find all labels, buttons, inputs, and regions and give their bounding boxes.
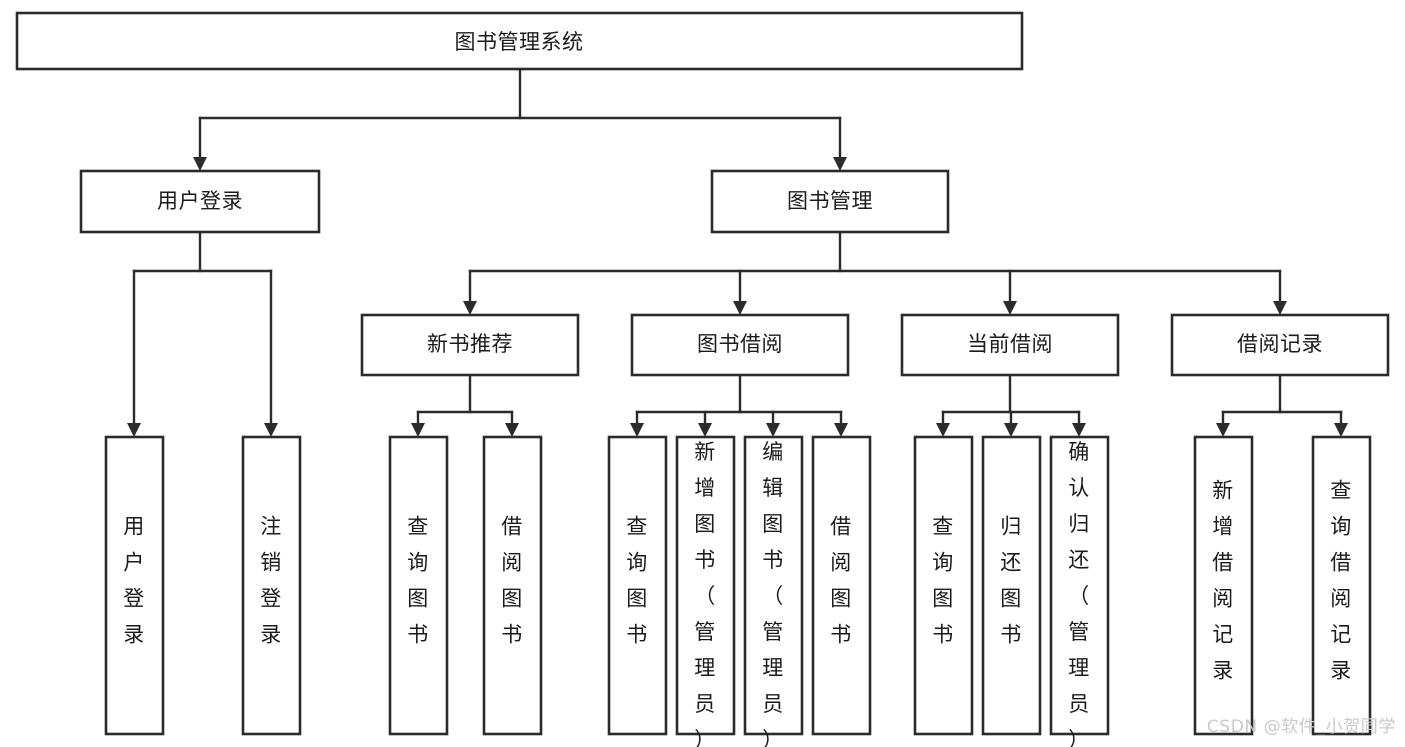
arrow-icon-root-to-book-manage — [833, 157, 847, 171]
edges-current-borrow-to-leaves — [936, 374, 1086, 437]
leaf-user-login-login-box[interactable] — [104, 435, 165, 736]
arrow-icon-to-book-borrow — [733, 301, 747, 315]
node-book-borrow-box[interactable] — [630, 313, 850, 377]
leaf-current-borrow-return-label: 归还图书 — [1000, 515, 1022, 647]
leaf-new-book-query[interactable]: 查询图书 — [388, 435, 449, 736]
node-borrow-record-box[interactable] — [1170, 313, 1390, 377]
arrow-icon-book-borrow-leaf-3 — [766, 423, 780, 437]
leaf-borrow-record-query[interactable]: 查询借阅记录 — [1311, 435, 1372, 736]
arrow-icon-borrow-record-leaf-2 — [1334, 423, 1348, 437]
leaf-user-login-logout-label: 注销登录 — [260, 515, 282, 647]
leaf-borrow-record-query-label: 查询借阅记录 — [1330, 479, 1352, 683]
edges-user-login-to-leaves — [127, 231, 278, 437]
edges-new-book-to-leaves — [411, 374, 519, 437]
leaf-user-login-logout[interactable]: 注销登录 — [241, 435, 302, 736]
arrow-icon-book-borrow-leaf-2 — [698, 423, 712, 437]
csdn-watermark: CSDN @软件_小贺同学 — [1207, 717, 1396, 737]
node-book-borrow[interactable]: 图书借阅 — [630, 313, 850, 377]
leaf-new-book-query-box[interactable] — [388, 435, 449, 736]
leaf-current-borrow-confirm-return[interactable]: 确认归还（管理员） — [1049, 435, 1110, 747]
leaf-current-borrow-return-box[interactable] — [981, 435, 1042, 736]
arrow-icon-to-borrow-record — [1273, 301, 1287, 315]
arrow-icon-book-borrow-leaf-4 — [834, 423, 848, 437]
edges-borrow-record-to-leaves — [1216, 374, 1348, 437]
leaf-book-borrow-add-box[interactable] — [675, 435, 736, 736]
leaf-current-borrow-query-box[interactable] — [913, 435, 974, 736]
leaf-borrow-record-add-box[interactable] — [1193, 435, 1254, 736]
arrow-icon-new-book-leaf-1 — [411, 423, 425, 437]
leaf-book-borrow-query-label: 查询图书 — [626, 515, 648, 647]
node-new-book-recommend[interactable]: 新书推荐 — [360, 313, 580, 377]
arrow-icon-current-borrow-leaf-3 — [1072, 423, 1086, 437]
leaf-user-login-login[interactable]: 用户登录 — [104, 435, 165, 736]
node-book-management[interactable]: 图书管理 — [710, 169, 950, 234]
arrow-icon-to-current-borrow — [1003, 301, 1017, 315]
node-borrow-record[interactable]: 借阅记录 — [1170, 313, 1390, 377]
arrow-icon-to-new-book — [463, 301, 477, 315]
leaf-borrow-record-query-box[interactable] — [1311, 435, 1372, 736]
node-current-borrow-box[interactable] — [900, 313, 1120, 377]
leaf-new-book-borrow[interactable]: 借阅图书 — [482, 435, 543, 736]
leaf-user-login-login-label: 用户登录 — [123, 515, 145, 647]
arrow-icon-borrow-record-leaf-1 — [1216, 423, 1230, 437]
leaf-book-borrow-borrow[interactable]: 借阅图书 — [811, 435, 872, 736]
leaf-book-borrow-query-box[interactable] — [607, 435, 668, 736]
leaf-book-borrow-query[interactable]: 查询图书 — [607, 435, 668, 736]
leaf-book-borrow-edit[interactable]: 编辑图书（管理员） — [743, 435, 804, 747]
node-user-login-box[interactable] — [79, 169, 321, 234]
leaf-current-borrow-query-label: 查询图书 — [932, 515, 954, 647]
node-book-management-box[interactable] — [710, 169, 950, 234]
arrow-icon-current-borrow-leaf-2 — [1004, 423, 1018, 437]
leaf-current-borrow-confirm-return-box[interactable] — [1049, 435, 1110, 736]
node-new-book-recommend-label: 新书推荐 — [427, 332, 513, 356]
leaf-current-borrow-return[interactable]: 归还图书 — [981, 435, 1042, 736]
edges-book-manage-to-level3 — [463, 231, 1287, 315]
node-borrow-record-label: 借阅记录 — [1237, 332, 1323, 356]
leaf-new-book-borrow-label: 借阅图书 — [501, 515, 523, 647]
arrow-icon-user-login-leaf-1 — [127, 423, 141, 437]
leaf-book-borrow-edit-box[interactable] — [743, 435, 804, 736]
node-user-login[interactable]: 用户登录 — [79, 169, 321, 234]
node-user-login-label: 用户登录 — [157, 189, 243, 213]
leaf-book-borrow-add[interactable]: 新增图书（管理员） — [675, 435, 736, 747]
leaf-borrow-record-add[interactable]: 新增借阅记录 — [1193, 435, 1254, 736]
node-root-book-management-system[interactable]: 图书管理系统 — [15, 11, 1024, 71]
leaf-book-borrow-borrow-box[interactable] — [811, 435, 872, 736]
arrow-icon-user-login-leaf-2 — [264, 423, 278, 437]
node-book-borrow-label: 图书借阅 — [697, 332, 783, 356]
node-current-borrow-label: 当前借阅 — [967, 332, 1053, 356]
leaf-user-login-logout-box[interactable] — [241, 435, 302, 736]
node-root-box[interactable] — [15, 11, 1024, 71]
edges-book-borrow-to-leaves — [630, 374, 848, 437]
leaf-new-book-borrow-box[interactable] — [482, 435, 543, 736]
node-current-borrow[interactable]: 当前借阅 — [900, 313, 1120, 377]
arrow-icon-root-to-user-login — [193, 157, 207, 171]
arrow-icon-current-borrow-leaf-1 — [936, 423, 950, 437]
node-book-management-label: 图书管理 — [787, 189, 873, 213]
leaf-new-book-query-label: 查询图书 — [407, 515, 429, 647]
leaf-book-borrow-borrow-label: 借阅图书 — [830, 515, 852, 647]
leaf-current-borrow-query[interactable]: 查询图书 — [913, 435, 974, 736]
leaf-current-borrow-confirm-return-label: 确认归还（管理员） — [1068, 440, 1090, 747]
edges-root-to-level2 — [193, 67, 847, 171]
node-new-book-recommend-box[interactable] — [360, 313, 580, 377]
node-root-label: 图书管理系统 — [455, 30, 584, 54]
leaf-book-borrow-add-label: 新增图书（管理员） — [694, 440, 716, 747]
arrow-icon-book-borrow-leaf-1 — [630, 423, 644, 437]
leaf-borrow-record-add-label: 新增借阅记录 — [1212, 479, 1234, 683]
arrow-icon-new-book-leaf-2 — [505, 423, 519, 437]
leaf-book-borrow-edit-label: 编辑图书（管理员） — [762, 440, 784, 747]
